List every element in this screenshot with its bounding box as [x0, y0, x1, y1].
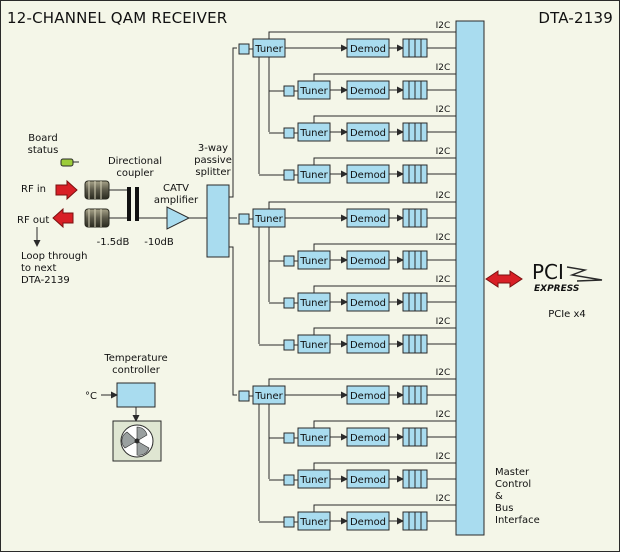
pcie-link-arrow-icon [485, 270, 523, 288]
catv-amplifier [166, 206, 191, 230]
tuner-input-block [283, 297, 295, 309]
demod-label: Demod [350, 298, 386, 309]
tuner-input-block [238, 213, 250, 225]
rf-out-connector-icon [84, 208, 110, 228]
i2c-label: I2C [436, 191, 451, 201]
tuner-label: Tuner [254, 44, 283, 55]
i2c-label: I2C [436, 317, 451, 327]
i2c-label: I2C [436, 147, 451, 157]
demod-label: Demod [350, 340, 386, 351]
tuner-label: Tuner [299, 128, 328, 139]
tuner-label: Tuner [299, 517, 328, 528]
tuner-input-block [283, 339, 295, 351]
svg-text:EXPRESS: EXPRESS [534, 284, 579, 294]
i2c-label: I2C [436, 233, 451, 243]
diagram-title: 12-CHANNEL QAM RECEIVER [7, 9, 227, 27]
tuner-input-block [283, 432, 295, 444]
demod-label: Demod [350, 214, 386, 225]
demod-label: Demod [350, 170, 386, 181]
tuner-label: Tuner [299, 256, 328, 267]
i2c-bus-line [313, 327, 456, 335]
i2c-label: I2C [436, 275, 451, 285]
rf-in-arrow-icon [55, 179, 78, 201]
i2c-bus-line [313, 285, 456, 293]
i2c-bus-line [313, 462, 456, 470]
i2c-label: I2C [436, 368, 451, 378]
rf-out-arrow-icon [52, 207, 74, 229]
tuner-label: Tuner [299, 340, 328, 351]
fan-icon [112, 420, 162, 462]
tuner-input-block [283, 255, 295, 267]
i2c-bus-line [313, 420, 456, 428]
i2c-bus-line [313, 243, 456, 251]
pcie-lanes-label: PCIe x4 [548, 309, 586, 320]
i2c-bus-line [313, 115, 456, 123]
i2c-label: I2C [436, 63, 451, 73]
i2c-bus-line [268, 201, 456, 209]
rf-in-label: RF in [21, 184, 46, 195]
tuner-label: Tuner [254, 391, 283, 402]
tuner-input-block [238, 43, 250, 55]
i2c-label: I2C [436, 410, 451, 420]
model-number: DTA-2139 [538, 9, 613, 27]
tuner-label: Tuner [254, 214, 283, 225]
tuner-input-block [283, 127, 295, 139]
directional-coupler-icon [127, 187, 139, 221]
i2c-bus-line [313, 73, 456, 81]
i2c-label: I2C [436, 494, 451, 504]
demod-label: Demod [350, 517, 386, 528]
tuner-input-block [283, 169, 295, 181]
i2c-bus-line [268, 378, 456, 386]
temperature-unit-label: °C [85, 391, 97, 402]
i2c-label: I2C [436, 452, 451, 462]
tuner-input-block [283, 85, 295, 97]
temperature-controller [116, 382, 156, 408]
i2c-label: I2C [436, 21, 451, 31]
i2c-label: I2C [436, 105, 451, 115]
i2c-bus-line [313, 157, 456, 165]
status-led-icon [60, 158, 74, 167]
demod-label: Demod [350, 44, 386, 55]
tuner-input-block [283, 474, 295, 486]
demod-label: Demod [350, 391, 386, 402]
i2c-bus-line [313, 504, 456, 512]
rf-in-connector-icon [84, 180, 110, 200]
tuner-label: Tuner [299, 298, 328, 309]
passive-splitter [206, 184, 230, 258]
amplifier-gain-label: -10dB [144, 237, 174, 248]
tuner-label: Tuner [299, 475, 328, 486]
tuner-label: Tuner [299, 433, 328, 444]
svg-text:PCI: PCI [532, 260, 564, 284]
demod-label: Demod [350, 433, 386, 444]
i2c-bus-line [268, 31, 456, 39]
tuner-label: Tuner [299, 86, 328, 97]
demod-label: Demod [350, 86, 386, 97]
demod-label: Demod [350, 475, 386, 486]
demod-label: Demod [350, 128, 386, 139]
coupler-loss-label: -1.5dB [97, 237, 130, 248]
demod-label: Demod [350, 256, 386, 267]
master-control-bus [455, 20, 485, 536]
pci-express-logo: PCI EXPRESS [532, 260, 603, 294]
tuner-label: Tuner [299, 170, 328, 181]
tuner-input-block [283, 516, 295, 528]
tuner-input-block [238, 390, 250, 402]
rf-out-label: RF out [17, 215, 49, 226]
